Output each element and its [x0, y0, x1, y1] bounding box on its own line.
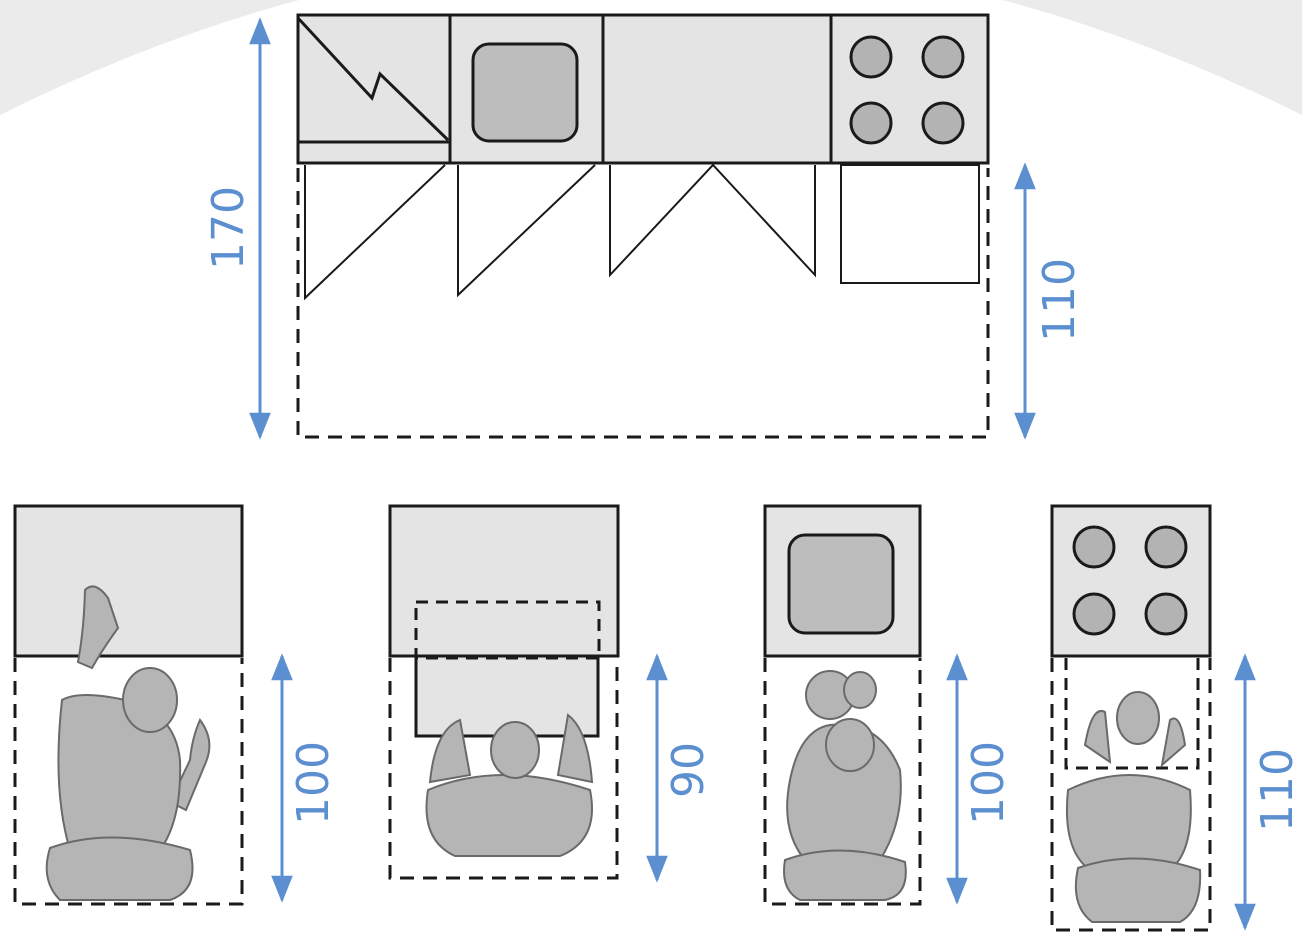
cooktop-module — [829, 13, 990, 165]
station-sink: 100 — [763, 504, 1014, 906]
sink-icon — [471, 42, 579, 143]
drawer-front-open — [840, 164, 980, 284]
double-door-icon — [609, 163, 816, 278]
station-clearance-zone — [388, 658, 619, 880]
door-swings — [304, 163, 980, 301]
station-clearance-zone — [763, 658, 922, 906]
station-cooktop: 110 — [1050, 504, 1302, 932]
station-clearance-zone — [13, 658, 244, 906]
door-swing-sink — [457, 164, 596, 298]
person-reaching-icon — [45, 585, 211, 901]
clearance-label: 90 — [663, 742, 714, 798]
counter-module — [601, 13, 833, 165]
person-washing-icon — [783, 670, 907, 901]
background-arc — [0, 0, 1302, 115]
cabinet-module — [13, 504, 244, 658]
sink-icon — [787, 533, 895, 635]
door-swing-left — [304, 164, 446, 301]
cabinet-module — [388, 504, 620, 658]
cooktop-module — [1050, 504, 1212, 658]
total-depth-label: 170 — [203, 186, 254, 270]
clearance-label: 100 — [288, 741, 339, 825]
plan-clearance-zone — [296, 168, 990, 439]
zigzag-icon — [296, 16, 450, 142]
clearance-label: 110 — [1252, 748, 1302, 832]
kitchen-plan — [296, 13, 990, 439]
person-cooking-icon — [1065, 691, 1202, 923]
cooktop-icon — [849, 35, 965, 145]
cooktop-icon — [1072, 525, 1188, 636]
plan-dimensions: 170 110 — [203, 17, 1085, 440]
drawer-outline-dashed — [414, 600, 601, 660]
station-upper-cabinet: 100 — [13, 504, 339, 906]
station-clearance-zone — [1050, 658, 1212, 932]
station-drawer: 90 — [388, 504, 714, 883]
door-depth-label: 110 — [1034, 258, 1085, 342]
person-drawer-icon — [425, 713, 594, 857]
clearance-label: 100 — [963, 741, 1014, 825]
